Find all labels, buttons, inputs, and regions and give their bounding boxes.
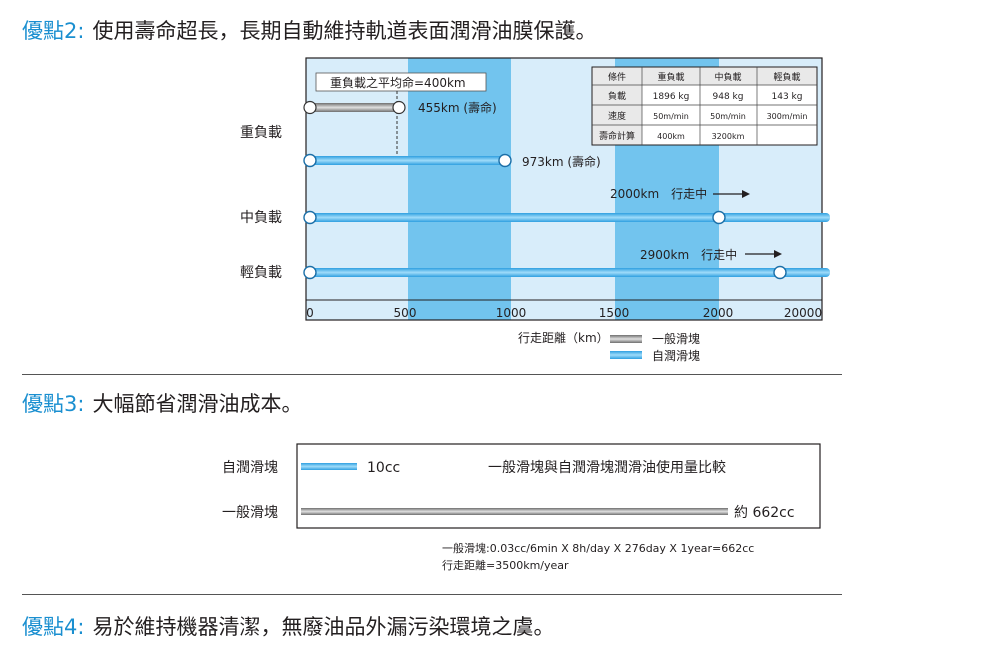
heading-number: 3	[64, 392, 78, 416]
x-tick-labels: 0 500 1000 1500 2000 20000	[306, 306, 822, 320]
heading-colon: :	[77, 615, 85, 639]
plot-border	[305, 57, 823, 321]
x-tick-label: 20000	[784, 306, 822, 320]
ongoing-arrowhead-icon	[774, 250, 782, 258]
section-heading-2: 優點2: 使用壽命超長，長期自動維持軌道表面潤滑油膜保護。	[22, 18, 596, 44]
legend-swatch-self	[610, 351, 642, 359]
x-tick-label: 1000	[496, 306, 527, 320]
table-header: 重負載	[657, 71, 684, 83]
table-cell: 1896 kg	[653, 92, 690, 102]
oil-value-label: 10cc	[367, 460, 400, 476]
bar-start-marker	[303, 153, 317, 168]
category-label-heavy: 重負載	[240, 125, 282, 141]
heading-colon: :	[77, 19, 85, 43]
legend-label: 一般滑塊	[652, 331, 700, 346]
heading-prefix: 優點	[22, 19, 64, 43]
table-cell: 50m/min	[653, 112, 689, 121]
table-header: 條件	[608, 71, 626, 83]
x-axis-label: 行走距離（km）	[518, 331, 609, 345]
oil-bar-general	[301, 508, 728, 515]
heading-text: 使用壽命超長，長期自動維持軌道表面潤滑油膜保護。	[92, 19, 597, 43]
heading-number: 4	[64, 615, 78, 639]
heading-text: 大幅節省潤滑油成本。	[92, 392, 303, 416]
table-cell: 300m/min	[767, 112, 808, 121]
band-500-1000	[408, 58, 511, 320]
bar-start-marker	[303, 210, 317, 225]
category-label-light: 輕負載	[240, 265, 282, 281]
category-label-medium: 中負載	[240, 210, 282, 226]
x-tick-label: 2000	[703, 306, 734, 320]
ongoing-arrowhead-icon	[742, 190, 750, 198]
reference-label-text: 重負載之平均命=400km	[330, 75, 466, 90]
conditions-table: 條件 重負載 中負載 輕負載 負載 1896 kg 948 kg 143 kg …	[591, 66, 818, 146]
divider	[22, 374, 842, 375]
oil-category-label: 一般滑塊	[222, 504, 278, 521]
x-tick-label: 1500	[599, 306, 630, 320]
bar-start-marker	[303, 265, 317, 280]
bar-start-marker	[303, 100, 317, 115]
oil-category-label: 自潤滑塊	[222, 459, 278, 476]
table-cell: 50m/min	[710, 112, 746, 121]
bar-value-label: 973km (壽命)	[522, 154, 601, 169]
table-header: 中負載	[714, 71, 741, 83]
table-cell: 速度	[608, 110, 626, 122]
x-tick-label: 500	[394, 306, 417, 320]
oil-chart-title: 一般滑塊與自潤滑塊潤滑油使用量比較	[488, 459, 726, 476]
heading-prefix: 優點	[22, 615, 64, 639]
divider	[22, 594, 842, 595]
table-cell: 負載	[608, 90, 626, 102]
table-header: 輕負載	[773, 71, 800, 83]
bar-current-marker	[712, 210, 726, 225]
oil-note-calculation: 一般滑塊:0.03cc/6min X 8h/day X 276day X 1ye…	[442, 542, 754, 555]
bar-current-marker	[773, 265, 787, 280]
bar-heavy-general: 455km (壽命)	[303, 100, 497, 115]
heading-text: 易於維持機器清潔，無廢油品外漏污染環境之虞。	[92, 615, 555, 639]
table-cell: 壽命計算	[599, 130, 635, 142]
band-0-500	[306, 58, 408, 320]
table-cell: 143 kg	[772, 92, 803, 102]
bar-medium-self: 2000km 行走中	[303, 186, 830, 225]
legend-label: 自潤滑塊	[652, 348, 700, 363]
bar-heavy-self: 973km (壽命)	[303, 153, 601, 169]
heading-prefix: 優點	[22, 392, 64, 416]
table-cell: 3200km	[712, 132, 745, 141]
bar-light-self: 2900km 行走中	[303, 247, 830, 280]
oil-note-distance: 行走距離=3500km/year	[442, 558, 569, 572]
table-cell: 948 kg	[713, 92, 744, 102]
section-heading-3: 優點3: 大幅節省潤滑油成本。	[22, 391, 302, 417]
heading-number: 2	[64, 19, 78, 43]
legend: 一般滑塊 自潤滑塊	[610, 331, 700, 363]
bar-value-label: 2900km 行走中	[640, 247, 737, 262]
oil-value-label: 約 662cc	[734, 505, 795, 521]
oil-bar-self	[301, 463, 357, 470]
legend-swatch-general	[610, 335, 642, 343]
x-tick-label: 0	[306, 306, 314, 320]
section-heading-4: 優點4: 易於維持機器清潔，無廢油品外漏污染環境之虞。	[22, 614, 554, 640]
bar-end-marker	[498, 153, 512, 168]
oil-usage-chart: 一般滑塊與自潤滑塊潤滑油使用量比較 自潤滑塊 一般滑塊 10cc 約 662cc	[222, 443, 821, 529]
bar-end-marker	[392, 100, 406, 115]
bar-value-label: 2000km 行走中	[610, 186, 707, 201]
bar-value-label: 455km (壽命)	[418, 100, 497, 115]
heading-colon: :	[77, 392, 85, 416]
table-cell: 400km	[657, 132, 685, 141]
